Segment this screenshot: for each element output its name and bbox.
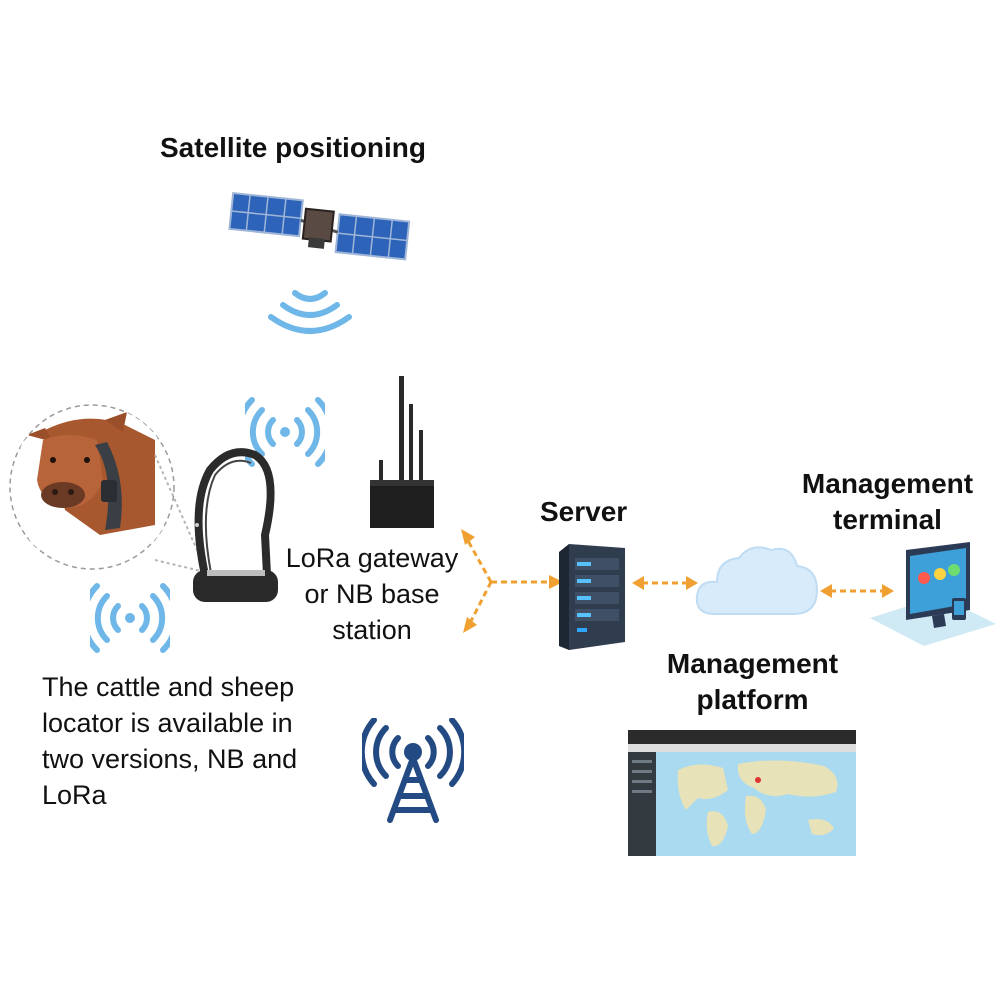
terminal-label: Management terminal [785, 466, 990, 538]
gateway-label-line: station [332, 615, 412, 645]
radio-tower-icon [362, 718, 464, 823]
satellite-label: Satellite positioning [160, 132, 427, 163]
locator-description-line: The cattle and sheep [42, 672, 295, 702]
gateway-label-line: LoRa gateway [285, 543, 459, 573]
cloud-terminal-arrow [820, 584, 894, 598]
cow-photo [9, 404, 175, 570]
locator-description: The cattle and sheep locator is availabl… [42, 669, 362, 813]
locator-description-line: two versions, NB and [42, 744, 298, 774]
cloud-icon [695, 546, 819, 615]
signal-waves-icon [268, 290, 352, 334]
platform-label-line: Management [666, 648, 839, 679]
signal-waves-icon [90, 583, 170, 653]
lora-gateway-icon [370, 376, 434, 528]
locator-description-line: LoRa [42, 780, 107, 810]
server-cloud-arrow [632, 576, 698, 590]
signal-waves-icon [245, 397, 325, 467]
platform-label: Management platform [650, 646, 855, 718]
terminal-label-line: terminal [833, 504, 942, 535]
gateway-label: LoRa gateway or NB base station [272, 540, 472, 648]
server-icon [559, 544, 625, 650]
satellite-icon [228, 191, 411, 261]
locator-description-line: locator is available in [42, 708, 293, 738]
monitor-terminal-icon [870, 542, 996, 646]
platform-label-line: platform [696, 684, 809, 715]
gateway-server-arrow [461, 529, 563, 633]
gateway-label-line: or NB base [304, 579, 440, 609]
server-label: Server [540, 496, 628, 527]
gps-collar-icon [193, 448, 278, 602]
terminal-label-line: Management [801, 468, 974, 499]
platform-screenshot [628, 730, 856, 856]
